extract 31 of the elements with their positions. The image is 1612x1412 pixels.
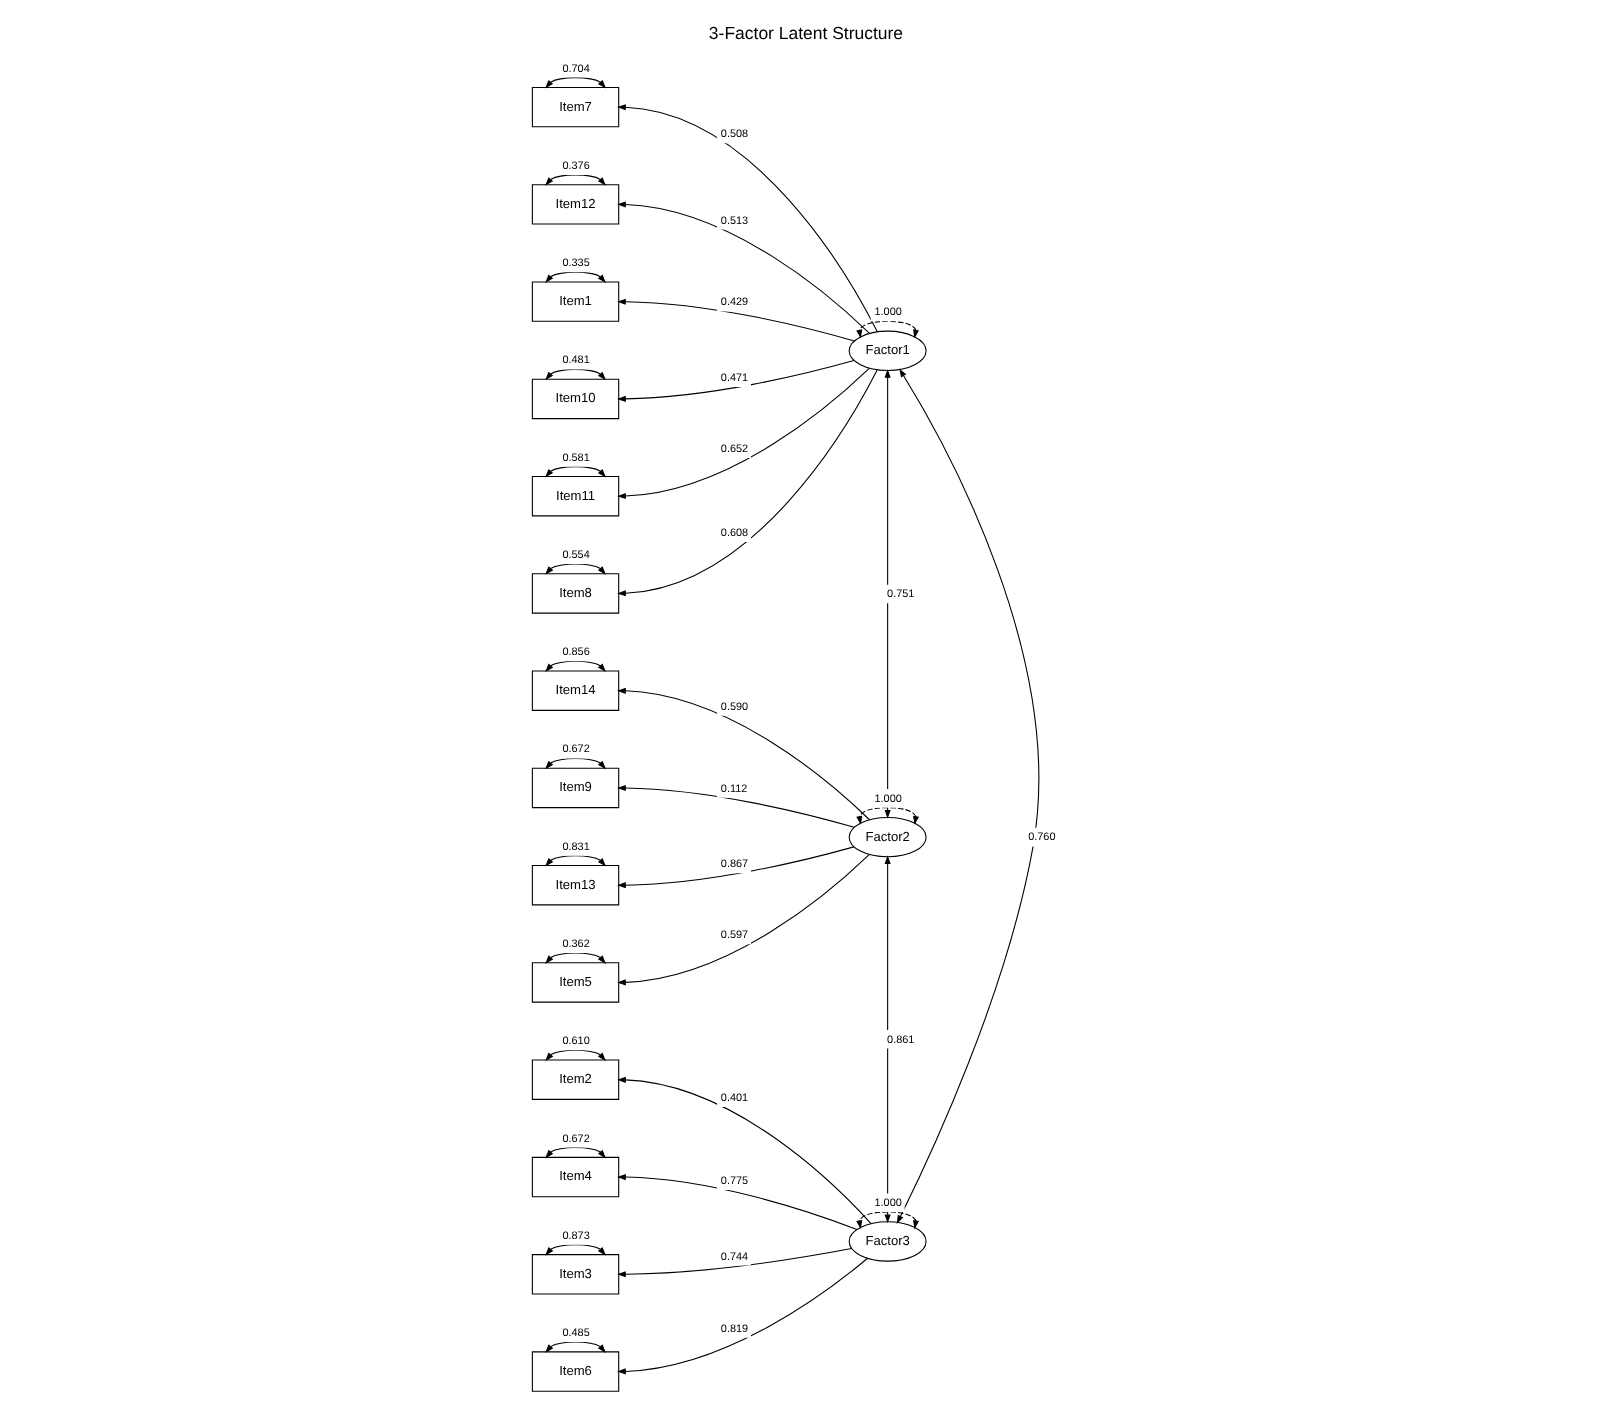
arrow [856, 1211, 920, 1230]
arrow [545, 660, 606, 673]
arrow [545, 1049, 606, 1062]
arrow [545, 952, 606, 964]
diagram-title: 3-Factor Latent Structure [708, 23, 904, 44]
arrow [617, 201, 871, 334]
arrow [856, 320, 920, 339]
arrow [545, 1244, 606, 1256]
arrow [617, 1076, 872, 1225]
arrow [617, 104, 878, 333]
arrow [856, 807, 920, 825]
arrow [545, 563, 606, 575]
arrow [545, 757, 606, 770]
arrow [545, 271, 606, 284]
arrow [545, 174, 606, 186]
arrow [617, 1174, 858, 1231]
arrow [545, 368, 606, 381]
arrow [617, 687, 871, 821]
arrow [896, 368, 1039, 1224]
arrow [884, 369, 891, 819]
arrow [884, 855, 891, 1224]
arrow [617, 360, 855, 402]
arrow [617, 298, 855, 342]
arrow [617, 1257, 868, 1375]
arrow [545, 855, 606, 867]
arrow [617, 784, 855, 828]
arrow [545, 77, 606, 89]
arrow [545, 1146, 606, 1159]
arrow [617, 846, 855, 889]
arrow [545, 466, 606, 478]
arrow [545, 1341, 606, 1353]
